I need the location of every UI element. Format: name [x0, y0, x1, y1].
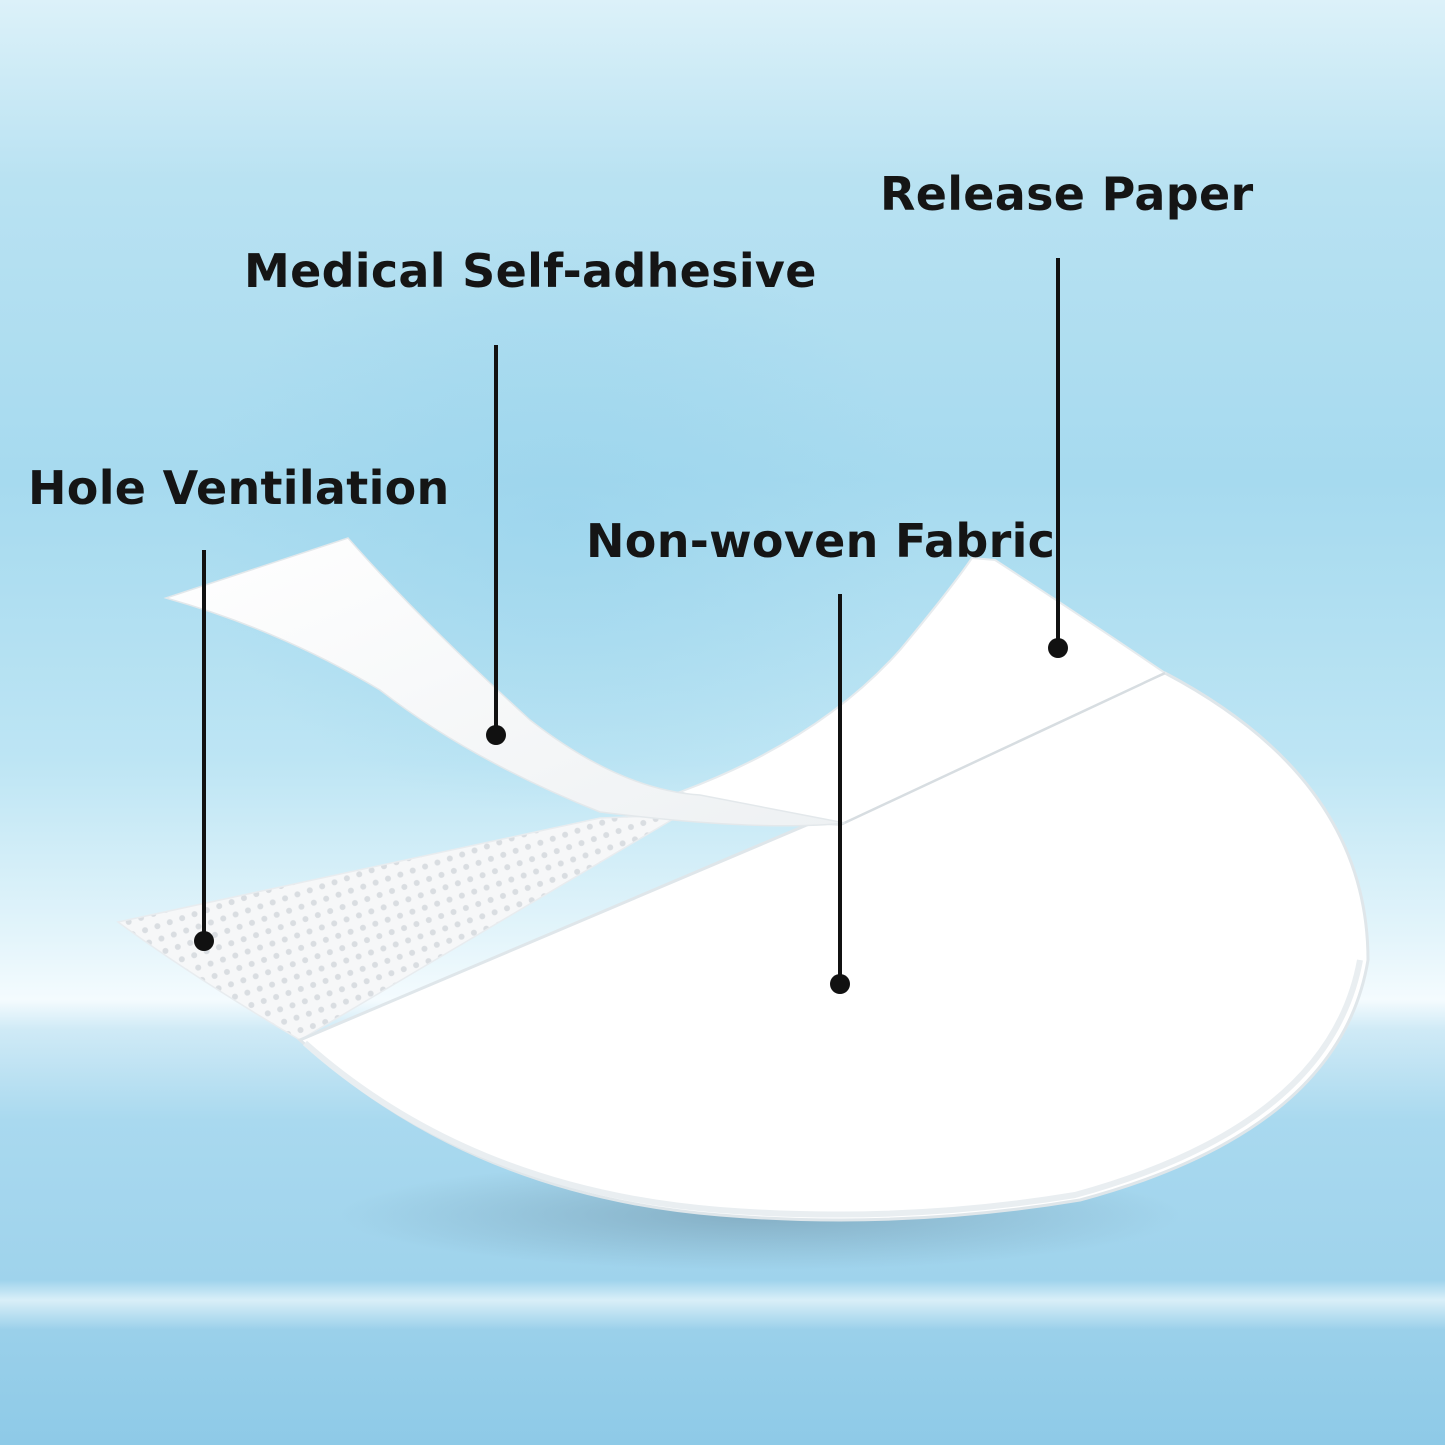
callout-release-paper [1048, 258, 1068, 658]
label-non-woven-fabric: Non-woven Fabric [586, 514, 1056, 568]
callout-medical-self-adhesive [486, 345, 506, 745]
label-release-paper: Release Paper [880, 167, 1254, 221]
non-woven-pad [297, 671, 1370, 1222]
label-medical-self-adhesive: Medical Self-adhesive [244, 244, 817, 298]
callout-hole-ventilation [194, 550, 214, 951]
callout-non-woven-fabric [830, 594, 850, 994]
label-hole-ventilation: Hole Ventilation [28, 461, 450, 515]
self-adhesive-strip [163, 537, 846, 827]
